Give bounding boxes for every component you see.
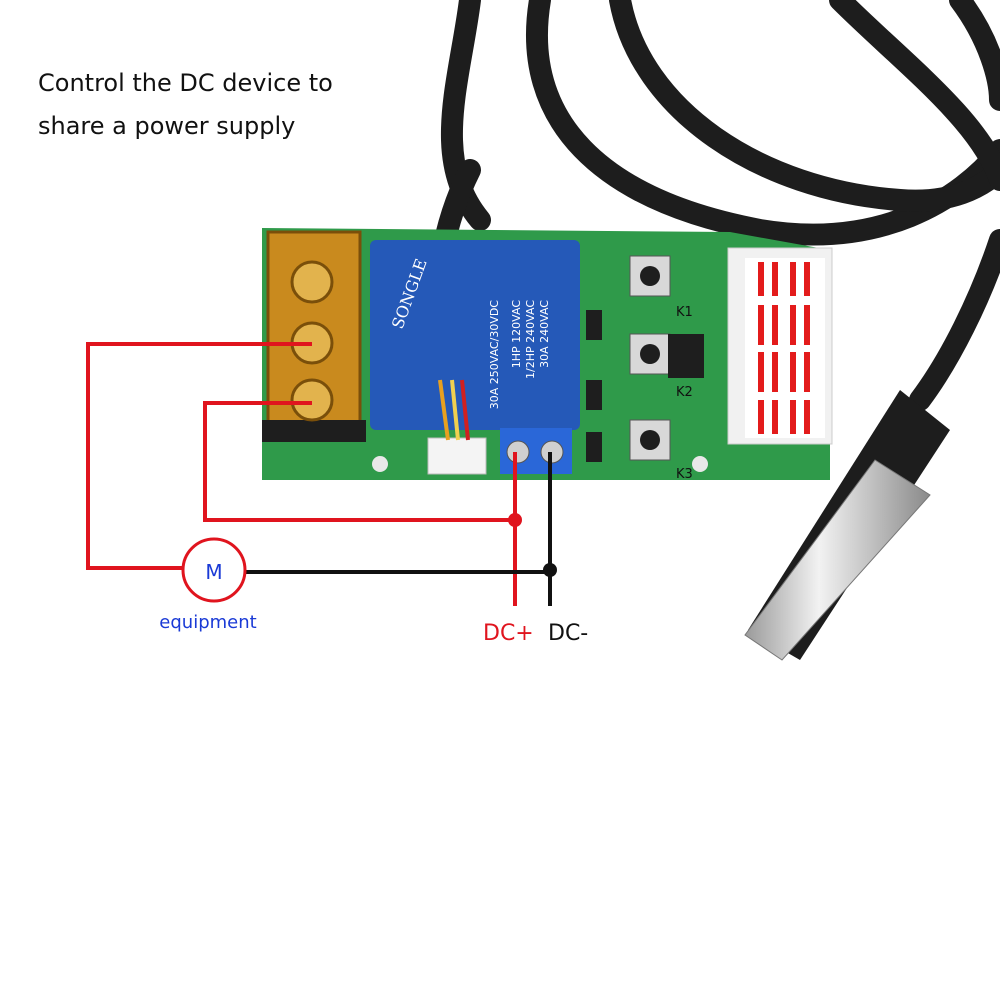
screw-icon	[506, 440, 530, 464]
k1-label: K1	[676, 305, 693, 320]
screw-icon	[290, 260, 334, 304]
caption-line-2: share a power supply	[38, 112, 296, 140]
equipment-label: equipment	[159, 612, 256, 633]
k1-button[interactable]: K1	[629, 255, 693, 320]
k3-label: K3	[676, 467, 693, 482]
dc-negative-label: DC-	[548, 621, 588, 646]
component-icon	[586, 432, 602, 462]
caption: Control the DC device to share a power s…	[38, 62, 333, 148]
seven-segment-display	[727, 247, 833, 445]
k2-label: K2	[676, 385, 693, 400]
caption-line-1: Control the DC device to	[38, 69, 333, 97]
positive-wiring	[86, 342, 517, 606]
probe-sensor	[744, 390, 950, 661]
k2-button[interactable]: K2	[629, 333, 693, 400]
motor-symbol: M	[181, 537, 247, 603]
mount-hole-icon	[692, 456, 708, 472]
dc-positive-label: DC+	[483, 621, 534, 646]
k3-button[interactable]: K3	[629, 419, 693, 482]
mount-hole-icon	[372, 456, 388, 472]
screw-icon	[290, 378, 334, 422]
relay: SONGLE 30A 250VAC/30VDC 1HP 120VAC 1/2HP…	[370, 240, 580, 430]
probe-connector	[427, 379, 487, 475]
relay-rating-4: 30A 240VAC	[538, 300, 551, 368]
terminal-block	[262, 230, 366, 442]
relay-rating-2: 1HP 120VAC	[510, 300, 523, 369]
component-icon	[586, 380, 602, 410]
negative-junction-icon	[543, 563, 557, 577]
negative-wiring	[245, 452, 552, 606]
positive-junction-icon	[508, 513, 522, 527]
component-icon	[586, 310, 602, 340]
dc-terminal	[500, 428, 572, 474]
relay-rating-1: 30A 250VAC/30VDC	[488, 300, 501, 410]
relay-rating-3: 1/2HP 240VAC	[524, 300, 537, 379]
buttons: K1 K2 K3	[586, 255, 704, 482]
motor-symbol-label: M	[205, 560, 222, 584]
controller-chip	[668, 334, 704, 378]
